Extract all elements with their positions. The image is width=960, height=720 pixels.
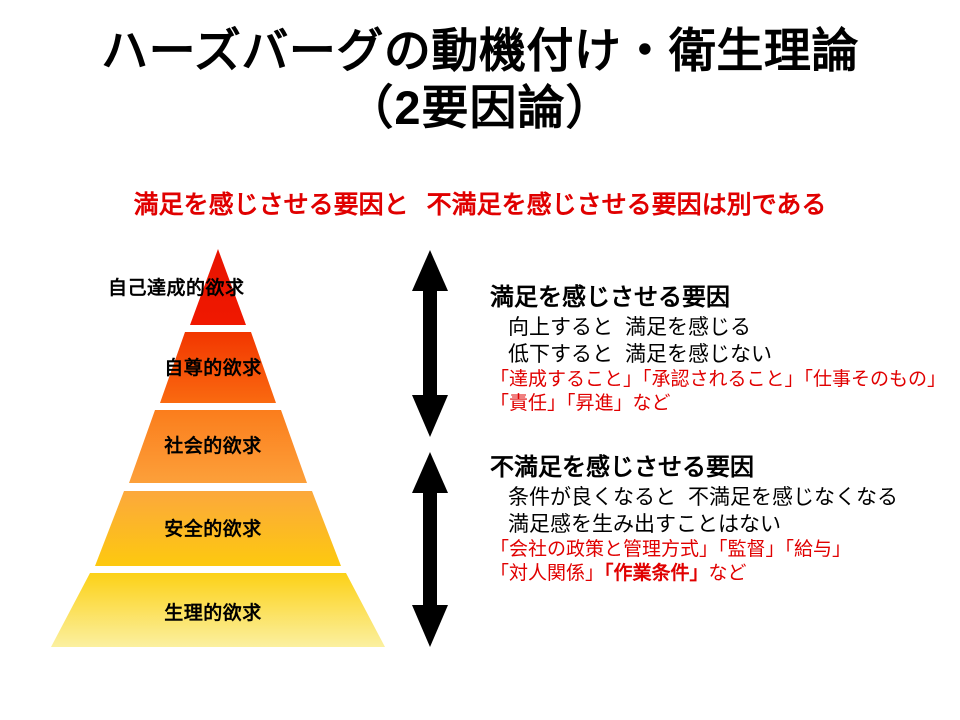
needs-pyramid-diagram: 自己達成的欲求 自尊的欲求 社会的欲求 安全的欲求 生理的欲求 xyxy=(30,243,400,655)
satisfaction-heading: 満足を感じさせる要因 xyxy=(490,284,730,311)
factor-range-arrows xyxy=(398,243,462,655)
pyramid-tier-4-shape xyxy=(95,491,341,566)
subtitle-right: 不満足を感じさせる要因は別である xyxy=(426,191,827,219)
satisfaction-detail-2-result: 満足を感じない xyxy=(625,343,772,367)
pyramid-tier-1-shape xyxy=(190,249,246,325)
pyramid-tier-5-shape xyxy=(51,573,385,647)
pyramid-tier-2-label: 自尊的欲求 xyxy=(164,358,262,379)
dissatisfaction-example-etc: など xyxy=(708,563,747,585)
pyramid-tier-4-label: 安全的欲求 xyxy=(164,519,262,540)
dissatisfaction-detail-2: 満足感を生み出すことはない xyxy=(508,513,781,537)
dissatisfaction-detail-1-result: 不満足を感じなくなる xyxy=(688,485,898,509)
page-title-line-1: ハーズバーグの動機付け・衛生理論 xyxy=(101,24,859,77)
satisfaction-detail-1: 向上すると満足を感じる xyxy=(490,314,950,341)
pyramid-tier-3-shape xyxy=(129,410,307,483)
pyramid-tier-2-shape xyxy=(160,332,276,403)
dissatisfaction-examples-line-1: 「会社の政策と管理方式」「監督」「給与」 xyxy=(490,539,852,561)
dissatisfaction-example-working-conditions: 「作業条件」 xyxy=(604,563,709,585)
double-headed-arrow-up-down-lower xyxy=(412,452,448,647)
subtitle-left: 満足を感じさせる要因と xyxy=(133,191,409,219)
dissatisfaction-detail-1-condition: 条件が良くなると xyxy=(508,485,676,509)
page-title: ハーズバーグの動機付け・衛生理論 （2要因論） xyxy=(0,22,960,137)
pyramid-svg xyxy=(51,249,385,647)
satisfaction-examples-line-2: 「責任」「昇進」など xyxy=(490,393,671,415)
satisfaction-detail-2-condition: 低下すると xyxy=(508,343,613,367)
pyramid-tier-5-label: 生理的欲求 xyxy=(164,603,262,624)
pyramid-tier-1-label: 自己達成的欲求 xyxy=(108,278,245,299)
satisfaction-detail-2: 低下すると満足を感じない xyxy=(490,341,950,368)
double-headed-arrow-up-down-upper xyxy=(412,250,448,437)
dissatisfaction-example-interpersonal: 「対人関係」 xyxy=(490,563,605,585)
dissatisfaction-examples-line-2: 「対人関係」「作業条件」など xyxy=(490,562,950,586)
dissatisfaction-heading: 不満足を感じさせる要因 xyxy=(490,454,754,481)
arrows-svg xyxy=(412,250,448,647)
dissatisfaction-detail-1: 条件が良くなると不満足を感じなくなる xyxy=(490,484,950,511)
satisfaction-detail-1-condition: 向上すると xyxy=(508,315,613,339)
subtitle: 満足を感じさせる要因と不満足を感じさせる要因は別である xyxy=(0,185,960,221)
satisfaction-examples-line-1: 「達成すること」「承認されること」「仕事そのもの」 xyxy=(490,369,947,391)
satisfaction-detail-1-result: 満足を感じる xyxy=(625,315,751,339)
page-title-line-2: （2要因論） xyxy=(346,81,614,135)
pyramid-tier-3-label: 社会的欲求 xyxy=(164,436,262,457)
dissatisfaction-factors-block: 不満足を感じさせる要因 条件が良くなると不満足を感じなくなる 満足感を生み出すこ… xyxy=(490,453,950,587)
satisfaction-factors-block: 満足を感じさせる要因 向上すると満足を感じる 低下すると満足を感じない 「達成す… xyxy=(490,283,950,417)
